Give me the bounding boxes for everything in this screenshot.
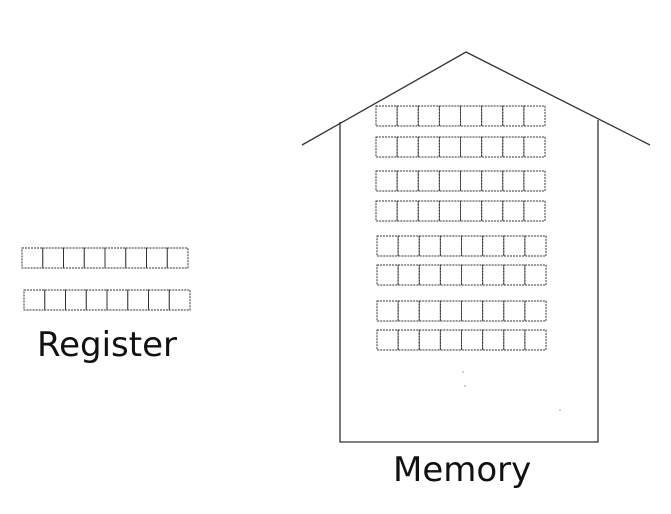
bit-cell	[524, 264, 547, 286]
bit-cell	[83, 247, 106, 269]
memory-rows	[375, 105, 547, 351]
bit-cell	[439, 300, 462, 322]
bit-cell	[503, 264, 526, 286]
bit-cell	[376, 300, 399, 322]
register-label: Register	[37, 325, 177, 365]
bit-cell	[44, 289, 66, 311]
bit-cell	[396, 200, 419, 222]
bit-cell	[397, 264, 420, 286]
register-row	[21, 247, 189, 269]
memory-house	[301, 51, 651, 443]
bit-cell	[481, 170, 504, 192]
memory-row	[376, 300, 547, 322]
bit-cell	[397, 235, 420, 257]
bit-cell	[461, 300, 484, 322]
bit-cell	[375, 170, 398, 192]
bit-cell	[482, 300, 505, 322]
bit-cell	[502, 170, 525, 192]
bit-cell	[482, 329, 505, 351]
bit-cell	[125, 247, 147, 269]
bit-cell	[23, 289, 46, 311]
bit-cell	[503, 300, 526, 322]
bit-cell	[166, 247, 189, 269]
bit-cell	[523, 136, 546, 158]
bit-cell	[418, 235, 441, 257]
bit-cell	[438, 170, 461, 192]
bit-cell	[481, 136, 504, 158]
bit-cell	[375, 105, 398, 127]
bit-cell	[417, 105, 440, 127]
register-row	[23, 289, 191, 311]
memory-label: Memory	[393, 450, 532, 490]
bit-cell	[438, 200, 461, 222]
bit-cell	[106, 289, 129, 311]
bit-cell	[418, 300, 441, 322]
bit-cell	[502, 200, 525, 222]
bit-cell	[461, 235, 484, 257]
bit-cell	[502, 136, 525, 158]
bit-cell	[375, 136, 398, 158]
bit-cell	[523, 105, 546, 127]
bit-cell	[417, 136, 440, 158]
bit-cell	[146, 247, 168, 269]
memory-row	[375, 105, 546, 127]
bit-cell	[42, 247, 64, 269]
bit-cell	[502, 105, 525, 127]
bit-cell	[439, 264, 462, 286]
bit-cell	[524, 235, 547, 257]
bit-cell	[438, 105, 461, 127]
bit-cell	[65, 289, 87, 311]
bit-cell	[168, 289, 191, 311]
bit-cell	[460, 170, 483, 192]
bit-cell	[397, 300, 420, 322]
bit-cell	[460, 200, 483, 222]
bit-cell	[417, 200, 440, 222]
bit-cell	[376, 264, 399, 286]
house-roof	[301, 51, 651, 146]
bit-cell	[21, 247, 44, 269]
bit-cell	[460, 136, 483, 158]
bit-cell	[396, 105, 419, 127]
bit-cell	[418, 264, 441, 286]
bit-cell	[63, 247, 85, 269]
memory-row	[375, 136, 546, 158]
bit-cell	[439, 329, 462, 351]
bit-cell	[376, 235, 399, 257]
bit-cell	[503, 235, 526, 257]
memory-row	[375, 200, 546, 222]
bit-cell	[148, 289, 170, 311]
bit-cell	[104, 247, 127, 269]
bit-cell	[85, 289, 108, 311]
bit-cell	[524, 329, 547, 351]
bit-cell	[397, 329, 420, 351]
memory-row	[375, 170, 546, 192]
memory-row	[376, 329, 547, 351]
bit-cell	[438, 136, 461, 158]
bit-cell	[127, 289, 149, 311]
memory-row	[376, 235, 547, 257]
bit-cell	[396, 170, 419, 192]
bit-cell	[461, 329, 484, 351]
bit-cell	[503, 329, 526, 351]
bit-cell	[417, 170, 440, 192]
house-walls	[339, 120, 599, 443]
bit-cell	[375, 200, 398, 222]
memory-row	[376, 264, 547, 286]
bit-cell	[396, 136, 419, 158]
bit-cell	[481, 105, 504, 127]
bit-cell	[376, 329, 399, 351]
bit-cell	[482, 235, 505, 257]
bit-cell	[523, 170, 546, 192]
register-rows	[21, 247, 191, 311]
ellipsis-dots	[462, 371, 561, 411]
bit-cell	[460, 105, 483, 127]
bit-cell	[524, 300, 547, 322]
bit-cell	[461, 264, 484, 286]
bit-cell	[482, 264, 505, 286]
bit-cell	[523, 200, 546, 222]
bit-cell	[439, 235, 462, 257]
bit-cell	[481, 200, 504, 222]
bit-cell	[418, 329, 441, 351]
